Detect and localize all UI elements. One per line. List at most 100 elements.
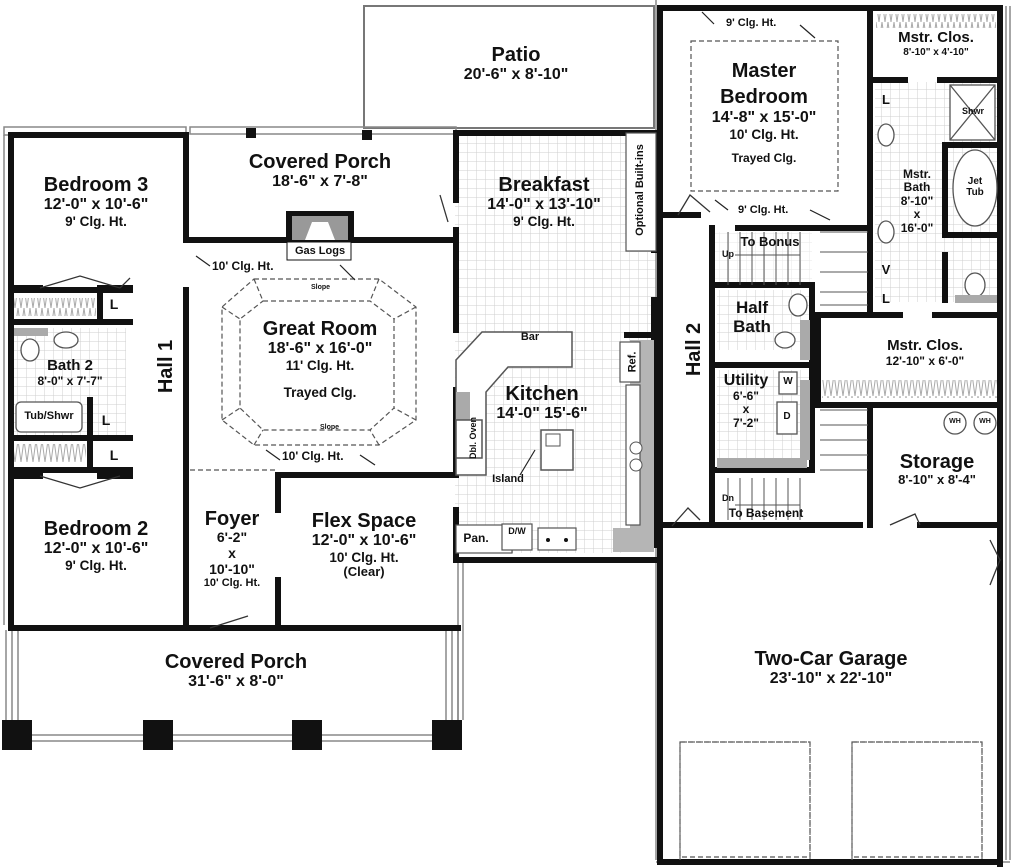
room-dim: 12'-0" x 10'-6": [43, 540, 149, 558]
stairs-to-bonus-label: To Bonus: [740, 234, 800, 249]
trayed-ceiling-label: Trayed Clg.: [283, 385, 357, 401]
ceiling-height: 10' Clg. Ht.: [729, 126, 799, 142]
room-name-line1: Master: [731, 60, 797, 82]
room-foyer: Foyer 6'-2" x 10'-10" 10' Clg. Ht.: [204, 508, 260, 590]
room-name: Patio: [491, 44, 541, 66]
room-dim: 8'-10" x 8'-4": [898, 472, 976, 488]
room-dim-line2: 10'-10": [209, 560, 255, 577]
room-name: Mstr. Clos.: [887, 337, 963, 354]
room-name: Bedroom 3: [43, 174, 149, 196]
room-name-line1: Mstr.: [902, 167, 931, 181]
dishwasher-label: D/W: [508, 526, 526, 536]
master-linen-1: L: [882, 92, 890, 107]
room-name: Bath 2: [47, 357, 93, 374]
closet-hangers: [14, 14, 997, 462]
room-name: Great Room: [262, 318, 378, 340]
water-heater-2: WH: [979, 418, 991, 425]
ceiling-height: 10' Clg. Ht.: [203, 577, 261, 590]
room-dim-line2: 16'-0": [900, 220, 934, 235]
jet-tub-label: Jet Tub: [960, 176, 990, 198]
bar-label: Bar: [520, 331, 540, 343]
room-master-bedroom: Master Bedroom 14'-8" x 15'-0" 10' Clg. …: [712, 60, 817, 165]
room-hall-2: Hall 2: [683, 322, 706, 377]
room-dim-line2: 7'-2": [733, 415, 759, 430]
room-kitchen: Kitchen 14'-0" 15'-6": [496, 383, 587, 423]
master-vanity: V: [881, 262, 891, 277]
room-master-bath: Mstr. Bath 8'-10" x 16'-0": [900, 167, 934, 235]
room-name: Storage: [899, 451, 975, 473]
room-dim: 18'-6" x 7'-8": [272, 173, 368, 191]
water-heater-1: WH: [949, 418, 961, 425]
room-name-line2: Bath: [733, 317, 771, 337]
patio-outline: [363, 5, 655, 129]
room-garage: Two-Car Garage 23'-10" x 22'-10": [755, 648, 908, 688]
room-dim-line1: 6'-2": [216, 529, 248, 546]
ceiling-note: (Clear): [343, 564, 385, 580]
linen-closet-2: L: [101, 412, 111, 428]
jet-tub-line1: Jet: [967, 176, 983, 187]
shower-label: Shwr: [961, 106, 984, 116]
ceiling-height: 10' Clg. Ht.: [329, 550, 399, 566]
door-swings: [39, 194, 1001, 629]
room-dim: 8'-10" x 4'-10": [903, 46, 969, 58]
room-name-line1: Half: [735, 298, 769, 317]
gas-logs-label: Gas Logs: [294, 245, 346, 257]
washer-label: W: [783, 376, 793, 387]
optional-builtins-label: Optional Built-ins: [633, 144, 646, 236]
master-clg-top: 9' Clg. Ht.: [726, 17, 777, 29]
room-dim: 12'-0" x 10'-6": [311, 532, 417, 550]
linen-closet-3: L: [109, 447, 119, 463]
room-dim: 18'-6" x 16'-0": [267, 340, 373, 358]
ceiling-height: 11' Clg. Ht.: [285, 358, 355, 374]
room-bedroom-3: Bedroom 3 12'-0" x 10'-6" 9' Clg. Ht.: [44, 174, 149, 229]
ceiling-height: 9' Clg. Ht.: [65, 558, 127, 574]
stairs: [727, 231, 868, 520]
refrigerator-label: Ref.: [626, 351, 639, 373]
room-dim: 12'-0" x 10'-6": [43, 196, 149, 214]
room-half-bath: Half Bath: [733, 298, 771, 336]
trayed-ceiling-label: Trayed Clg.: [731, 150, 797, 165]
walls: [8, 5, 1003, 867]
room-dim-x: x: [913, 207, 921, 222]
stairs-to-basement-label: To Basement: [728, 506, 804, 520]
room-dim: 31'-6" x 8'-0": [188, 673, 284, 691]
great-room-clg-top: 10' Clg. Ht.: [212, 259, 274, 273]
room-dim: 23'-10" x 22'-10": [769, 670, 893, 688]
jet-tub-line2: Tub: [966, 187, 984, 198]
ceiling-height: 9' Clg. Ht.: [513, 214, 575, 230]
room-dim-x: x: [742, 402, 750, 417]
master-linen-2: L: [882, 291, 890, 306]
double-oven-label: Dbl. Oven: [468, 416, 479, 460]
room-dim: 14'-0" x 13'-10": [487, 196, 601, 214]
pantry-label: Pan.: [463, 531, 489, 545]
room-hall-1: Hall 1: [155, 339, 178, 394]
slope-label-top: Slope: [311, 284, 331, 291]
ceiling-height: 9' Clg. Ht.: [65, 214, 127, 230]
room-dim: 14'-8" x 15'-0": [711, 108, 817, 126]
room-patio: Patio 20'-6" x 8'-10": [464, 44, 569, 84]
room-bath-2: Bath 2 8'-0" x 7'-7": [37, 357, 102, 388]
island-label: Island: [492, 473, 524, 485]
room-dim: 12'-10" x 6'-0": [885, 353, 965, 368]
garage-doors: [679, 741, 983, 860]
room-dim-x: x: [228, 545, 236, 562]
fireplace: [286, 211, 354, 261]
great-room-clg-bottom: 10' Clg. Ht.: [282, 449, 344, 463]
room-name: Flex Space: [311, 510, 417, 532]
room-name: Bedroom 2: [43, 518, 149, 540]
room-name: Two-Car Garage: [754, 648, 908, 670]
linen-closet-1: L: [109, 296, 119, 312]
room-great-room: Great Room 18'-6" x 16'-0" 11' Clg. Ht. …: [263, 318, 377, 401]
kitchen-counters: [455, 132, 657, 554]
room-name: Mstr. Clos.: [898, 29, 974, 46]
room-covered-porch-rear: Covered Porch 18'-6" x 7'-8": [249, 151, 391, 191]
bath-fixtures: [14, 84, 998, 468]
stairs-up-label: Up: [722, 249, 734, 259]
room-name: Covered Porch: [248, 151, 392, 173]
room-covered-porch-front: Covered Porch 31'-6" x 8'-0": [165, 651, 307, 691]
tub-shower-label: Tub/Shwr: [24, 410, 74, 422]
room-name: Utility: [723, 372, 769, 389]
room-name: Foyer: [204, 508, 260, 530]
room-name: Covered Porch: [164, 651, 308, 673]
